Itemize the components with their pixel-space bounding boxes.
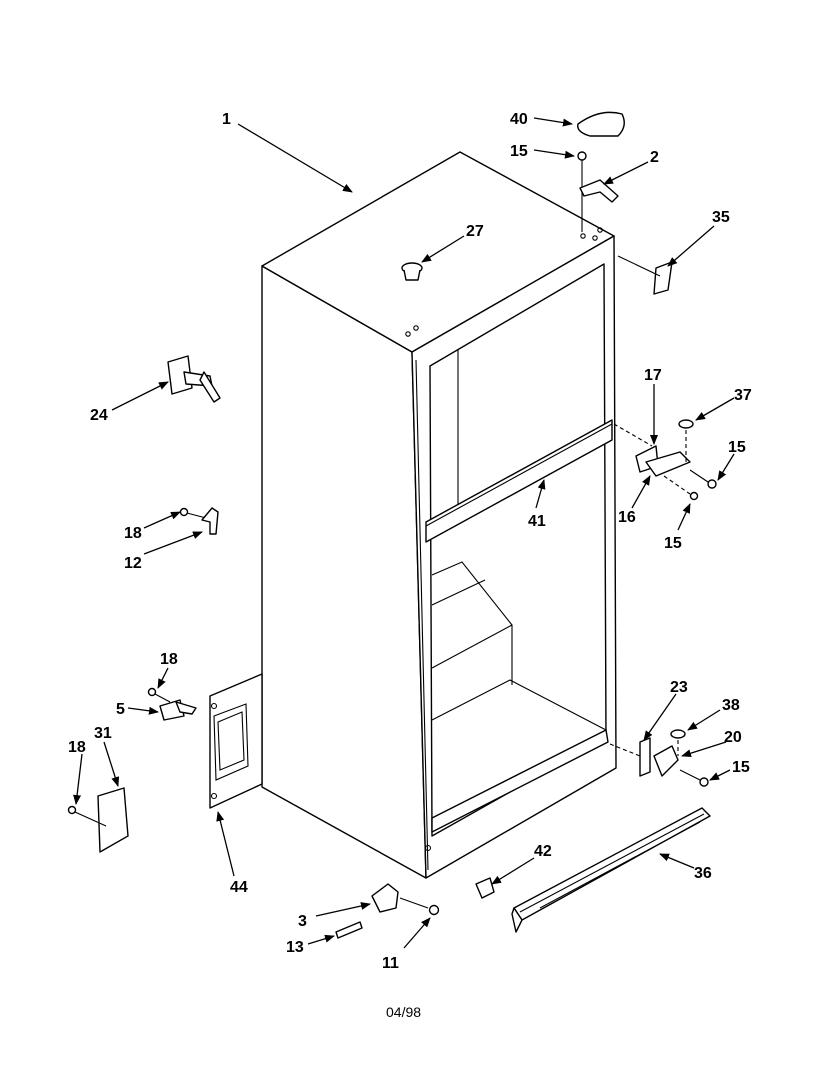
- callout-5: 5: [116, 701, 125, 718]
- callout-15: 15: [728, 439, 746, 456]
- callout-44: 44: [230, 879, 248, 896]
- part-31: [67, 787, 129, 853]
- part-27: [401, 262, 423, 281]
- back-plate: [209, 673, 263, 809]
- callout-17: 17: [644, 367, 662, 384]
- center-hinge-group: [613, 419, 717, 501]
- part-3-13-11: [335, 883, 440, 939]
- callout-37: 37: [734, 387, 752, 404]
- callout-15: 15: [732, 759, 750, 776]
- callout-13: 13: [286, 939, 304, 956]
- callout-31: 31: [94, 725, 112, 742]
- callout-35: 35: [712, 209, 730, 226]
- callout-labels: 1 40 15 2 35 27 24 18 12 18 5 18 31 44 1…: [68, 111, 752, 972]
- callout-41: 41: [528, 513, 546, 530]
- callout-18: 18: [160, 651, 178, 668]
- callout-15: 15: [510, 143, 528, 160]
- part-15-top-screw: [577, 151, 587, 232]
- footer-date: 04/98: [386, 1004, 422, 1020]
- part-36: [511, 807, 711, 933]
- bottom-hinge-group: [609, 729, 709, 787]
- callout-18: 18: [124, 525, 142, 542]
- callout-20: 20: [724, 729, 742, 746]
- callout-23: 23: [670, 679, 688, 696]
- callout-36: 36: [694, 865, 712, 882]
- callout-24: 24: [90, 407, 108, 424]
- part-24: [167, 355, 221, 403]
- part-35: [653, 261, 673, 295]
- callout-40: 40: [510, 111, 528, 128]
- callout-3: 3: [298, 913, 307, 930]
- callout-1: 1: [222, 111, 231, 128]
- part-40: [577, 111, 625, 137]
- part-5-18: [147, 687, 197, 721]
- callout-2: 2: [650, 149, 659, 166]
- callout-11: 11: [382, 955, 399, 972]
- callout-42: 42: [534, 843, 552, 860]
- callout-18: 18: [68, 739, 86, 756]
- cabinet-body: [261, 151, 617, 879]
- callout-15: 15: [664, 535, 682, 552]
- callout-12: 12: [124, 555, 142, 572]
- callout-27: 27: [466, 223, 484, 240]
- callout-16: 16: [618, 509, 636, 526]
- callout-38: 38: [722, 697, 740, 714]
- part-2: [579, 179, 619, 203]
- leader-lines: [73, 117, 735, 949]
- divider-bar: [425, 419, 613, 543]
- part-12-18: [179, 507, 219, 535]
- part-42: [475, 877, 495, 899]
